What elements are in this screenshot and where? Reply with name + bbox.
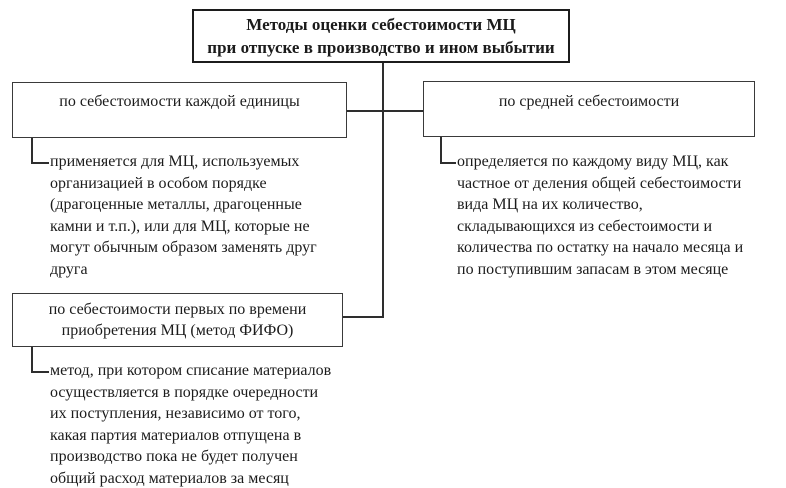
description-fifo: метод, при котором списание материалов о… bbox=[50, 362, 332, 487]
connector-average-elbow-vertical bbox=[440, 137, 442, 164]
description-unit-cost: применяется для МЦ, используемых организ… bbox=[50, 153, 317, 278]
node-fifo: по себестоимости первых по времени приоб… bbox=[12, 293, 343, 347]
connector-unit-elbow-vertical bbox=[31, 138, 33, 164]
node-fifo-label: по себестоимости первых по времени приоб… bbox=[48, 301, 307, 339]
node-average-cost-label: по средней себестоимости bbox=[498, 93, 680, 110]
connector-top-horizontal bbox=[347, 110, 423, 112]
connector-average-elbow-horizontal bbox=[440, 162, 456, 164]
connector-unit-elbow-horizontal bbox=[31, 162, 49, 164]
title-box: Методы оценки себестоимости МЦ при отпус… bbox=[192, 9, 570, 63]
connector-trunk-vertical bbox=[382, 63, 384, 318]
connector-fifo-elbow-horizontal bbox=[31, 371, 49, 373]
node-unit-cost: по себестоимости каждой единицы bbox=[12, 82, 347, 138]
description-average-cost: определяется по каждому виду МЦ, как час… bbox=[457, 153, 744, 278]
connector-fifo-elbow-vertical bbox=[31, 347, 33, 373]
node-unit-cost-label: по себестоимости каждой единицы bbox=[59, 93, 300, 110]
connector-fifo-horizontal bbox=[343, 316, 384, 318]
title-text: Методы оценки себестоимости МЦ при отпус… bbox=[207, 15, 555, 57]
node-average-cost: по средней себестоимости bbox=[423, 81, 755, 137]
